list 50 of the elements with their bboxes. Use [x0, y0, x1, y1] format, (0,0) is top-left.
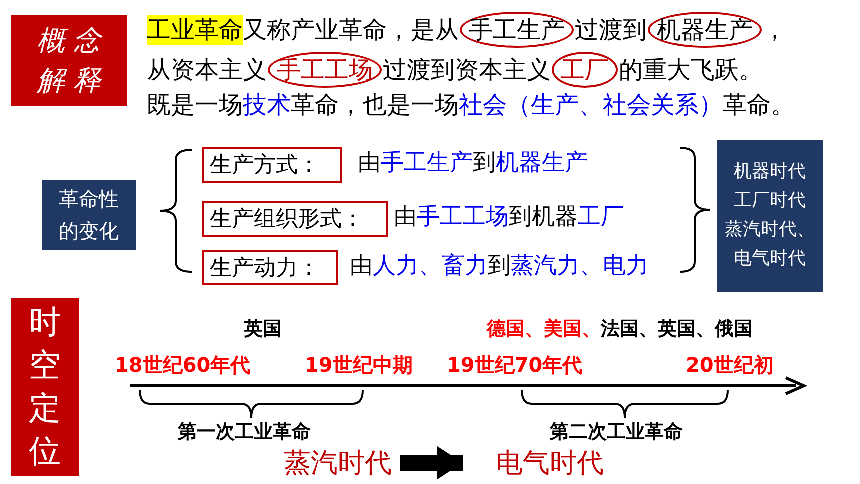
text-fragment: 又称产业革命，是从: [243, 15, 459, 45]
circled-term: 手工生产: [460, 12, 574, 48]
text-fragment: 社会（生产、社会关系）: [459, 90, 723, 120]
title-block: 时空定位: [11, 298, 79, 476]
text-fragment: 革命，也是一场: [291, 90, 459, 120]
text-fragment: 的重大飞跃。: [619, 55, 763, 85]
era-text: 蒸汽时代: [262, 444, 400, 482]
text-fragment: 手工工场: [417, 203, 509, 232]
text-fragment: 革命。: [723, 90, 795, 120]
aspect-box: 生产动力：: [202, 250, 338, 285]
era-text: 蒸汽时代、电气时代: [724, 218, 816, 271]
circled-term: 手工工场: [268, 52, 382, 88]
text-fragment: 过渡到资本主义: [383, 55, 551, 85]
timeline-label: 第二次工业革命: [550, 420, 683, 445]
aspect-box: 生产组织形式：: [202, 201, 388, 237]
text-fragment: 既是一场: [147, 90, 243, 120]
text-fragment: 工厂: [578, 203, 624, 232]
circled-term: 机器生产: [648, 12, 762, 48]
era-text: 工厂时代: [734, 189, 806, 214]
text-fragment: 由: [358, 149, 381, 178]
timeline-label: 法国、英国、俄国: [601, 317, 753, 342]
text-fragment: 由: [394, 203, 417, 232]
timeline-label: 德国、美国、: [487, 317, 601, 342]
highlighted-term: 工业革命: [147, 15, 243, 45]
text-fragment: 过渡到: [575, 15, 647, 45]
category-box: 革命性的变化: [42, 180, 136, 250]
era-text: 机器时代: [734, 160, 806, 184]
text-fragment: 技术: [243, 90, 291, 120]
text-fragment: 手工生产: [381, 149, 473, 178]
timeline-label: 英国: [244, 317, 282, 342]
text-fragment: 到: [473, 149, 496, 178]
timeline-label: 20世纪初: [686, 352, 774, 379]
text-fragment: 到机器: [509, 203, 578, 232]
era-box: [717, 140, 823, 292]
text-fragment: 到: [488, 252, 511, 281]
circled-term: 工厂: [552, 52, 618, 88]
text-fragment: 由: [350, 252, 373, 281]
block-arrow: [400, 446, 463, 480]
text-fragment: 从资本主义: [147, 55, 267, 85]
timeline-label: 18世纪60年代: [115, 352, 251, 379]
title-block: 概念解释: [11, 15, 127, 106]
text-fragment: 机器生产: [496, 149, 588, 178]
era-text: 电气时代: [488, 444, 626, 482]
text-fragment: 蒸汽力、电力: [511, 252, 649, 281]
timeline-label: 第一次工业革命: [178, 420, 311, 445]
text-fragment: 人力、畜力: [373, 252, 488, 281]
aspect-box: 生产方式：: [202, 147, 342, 183]
text-fragment: ，: [763, 15, 787, 45]
timeline-label: 19世纪中期: [305, 352, 413, 379]
timeline-label: 19世纪70年代: [447, 352, 583, 379]
